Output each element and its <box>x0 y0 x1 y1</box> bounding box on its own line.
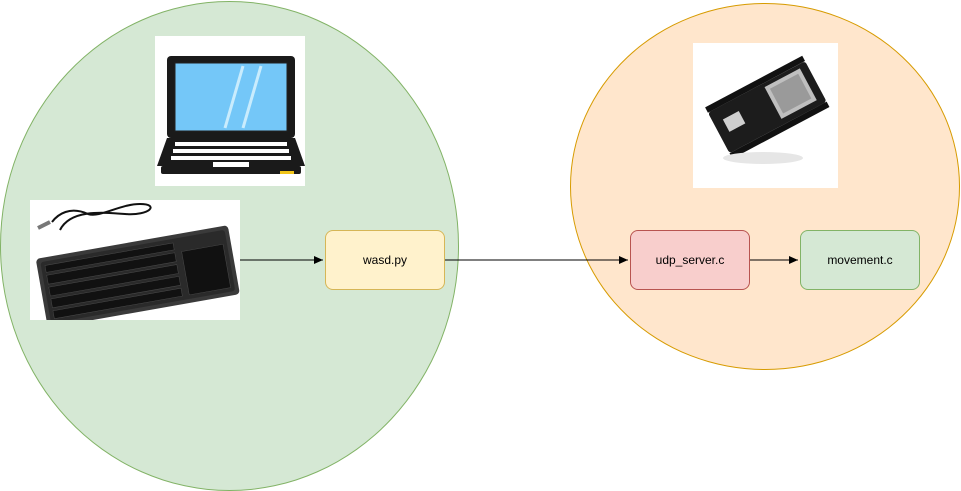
udp-server-label: udp_server.c <box>655 253 725 267</box>
udp-server-node: udp_server.c <box>630 230 750 290</box>
wasd-py-node: wasd.py <box>325 230 445 290</box>
keyboard-icon <box>30 200 240 320</box>
movement-node: movement.c <box>800 230 920 290</box>
esp32-board-icon <box>693 43 838 188</box>
wasd-py-label: wasd.py <box>362 253 408 267</box>
movement-label: movement.c <box>827 253 893 267</box>
laptop-icon <box>155 36 305 186</box>
